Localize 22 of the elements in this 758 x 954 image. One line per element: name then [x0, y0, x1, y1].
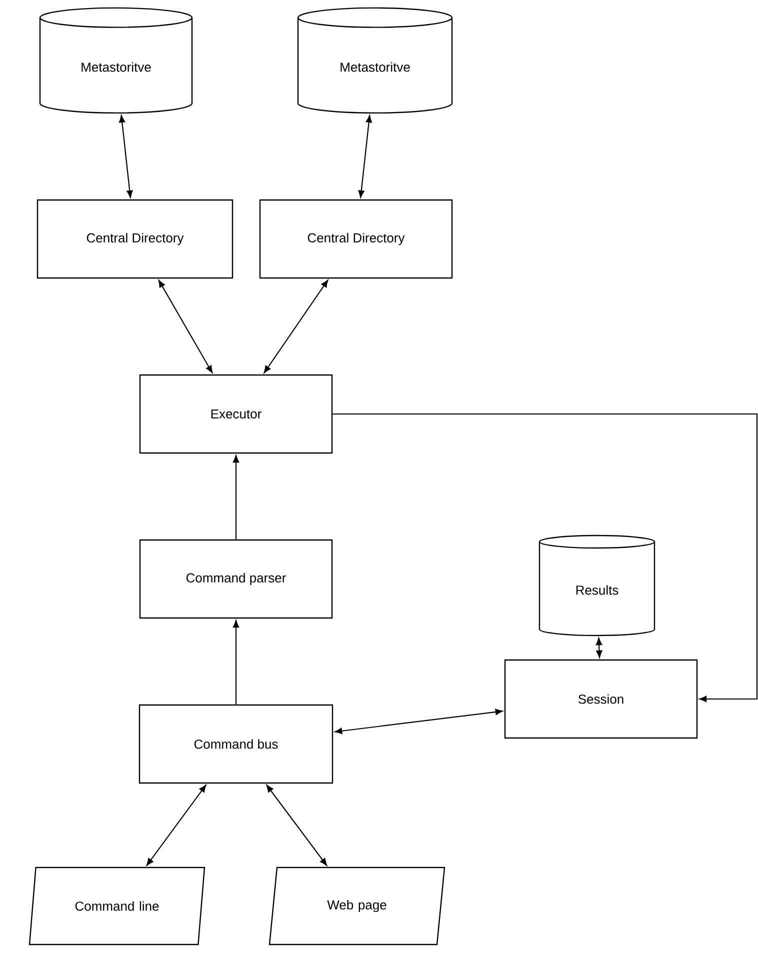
- arrow: [358, 115, 372, 198]
- process-box: Central Directory: [259, 199, 453, 279]
- arrow: [158, 280, 213, 374]
- arrow: [146, 784, 206, 866]
- arrow: [332, 413, 758, 702]
- process-box: Session: [504, 659, 698, 739]
- arrow: [232, 620, 240, 704]
- arrow: [232, 455, 240, 540]
- input-parallelogram: Web page: [268, 866, 446, 946]
- arrow: [334, 708, 503, 734]
- database-cylinder: Metastoritve: [39, 7, 193, 114]
- database-cylinder: Metastoritve: [297, 7, 453, 114]
- process-box: Executor: [139, 374, 333, 454]
- input-parallelogram: Command line: [28, 866, 206, 946]
- arrow: [266, 784, 328, 866]
- process-box: Central Directory: [36, 199, 234, 279]
- arrow: [596, 638, 602, 658]
- process-box: Command parser: [139, 539, 333, 619]
- database-cylinder: Results: [538, 534, 656, 636]
- arrow: [119, 115, 133, 198]
- process-box: Command bus: [138, 704, 334, 784]
- arrow: [264, 280, 328, 374]
